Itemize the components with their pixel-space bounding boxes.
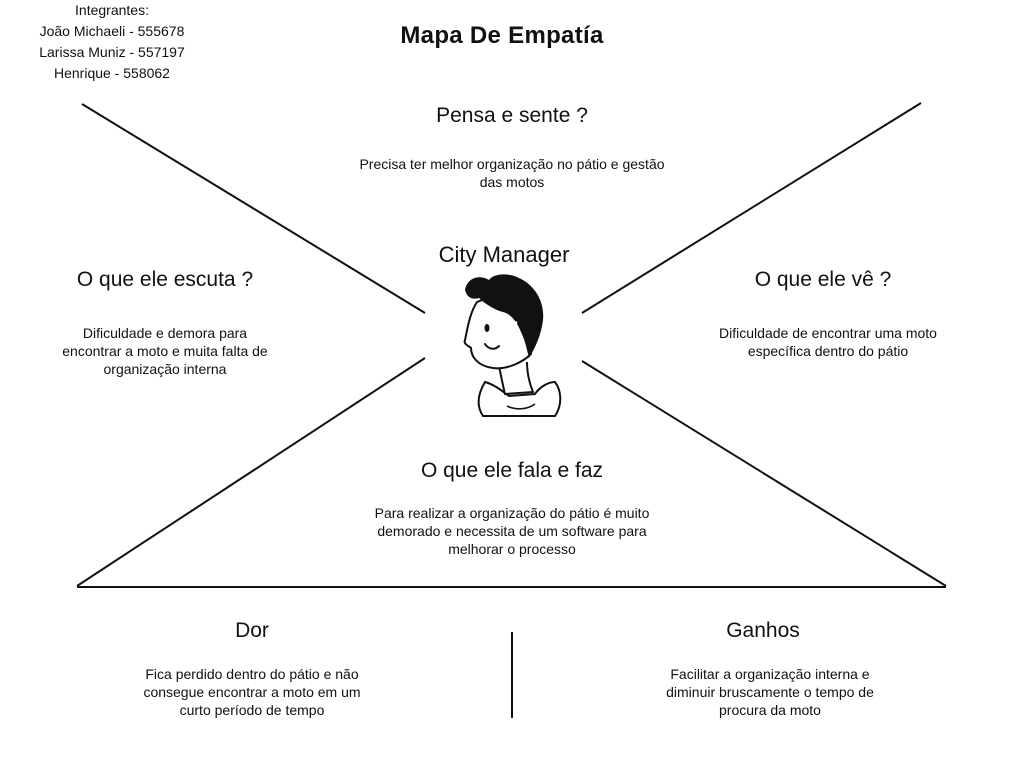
page-title: Mapa De Empatía [400,22,604,49]
team-heading: Integrantes: [75,2,149,18]
team-member: Henrique - 558062 [54,65,170,81]
hears-title: O que ele escuta ? [76,268,254,291]
diagonal-line-top-left [81,103,426,314]
sees-title: O que ele vê ? [754,268,892,291]
pains-text: Fica perdido dentro do pátio e não conse… [143,666,361,718]
says-does-title: O que ele fala e faz [420,459,604,482]
diagonal-line-top-right [581,102,922,314]
hears-text: Dificuldade e demora para encontrar a mo… [62,325,268,377]
pains-title: Dor [235,619,269,642]
team-block: Integrantes: João Michaeli - 555678 Lari… [12,0,212,84]
team-member: João Michaeli - 555678 [39,23,185,39]
says-does-text: Para realizar a organização do pátio é m… [374,505,650,557]
diagonal-line-bottom-right [581,360,947,587]
persona-name: City Manager [438,242,570,267]
thinks-feels-title: Pensa e sente ? [436,104,588,127]
person-avatar-icon [463,274,562,417]
gains-text: Facilitar a organização interna e diminu… [666,666,874,718]
sees-text: Dificuldade de encontrar uma moto especí… [719,325,937,359]
team-member: Larissa Muniz - 557197 [39,44,185,60]
gains-title: Ganhos [726,619,800,642]
thinks-feels-text: Precisa ter melhor organização no pátio … [359,156,665,190]
diagonal-line-bottom-left [76,357,426,587]
